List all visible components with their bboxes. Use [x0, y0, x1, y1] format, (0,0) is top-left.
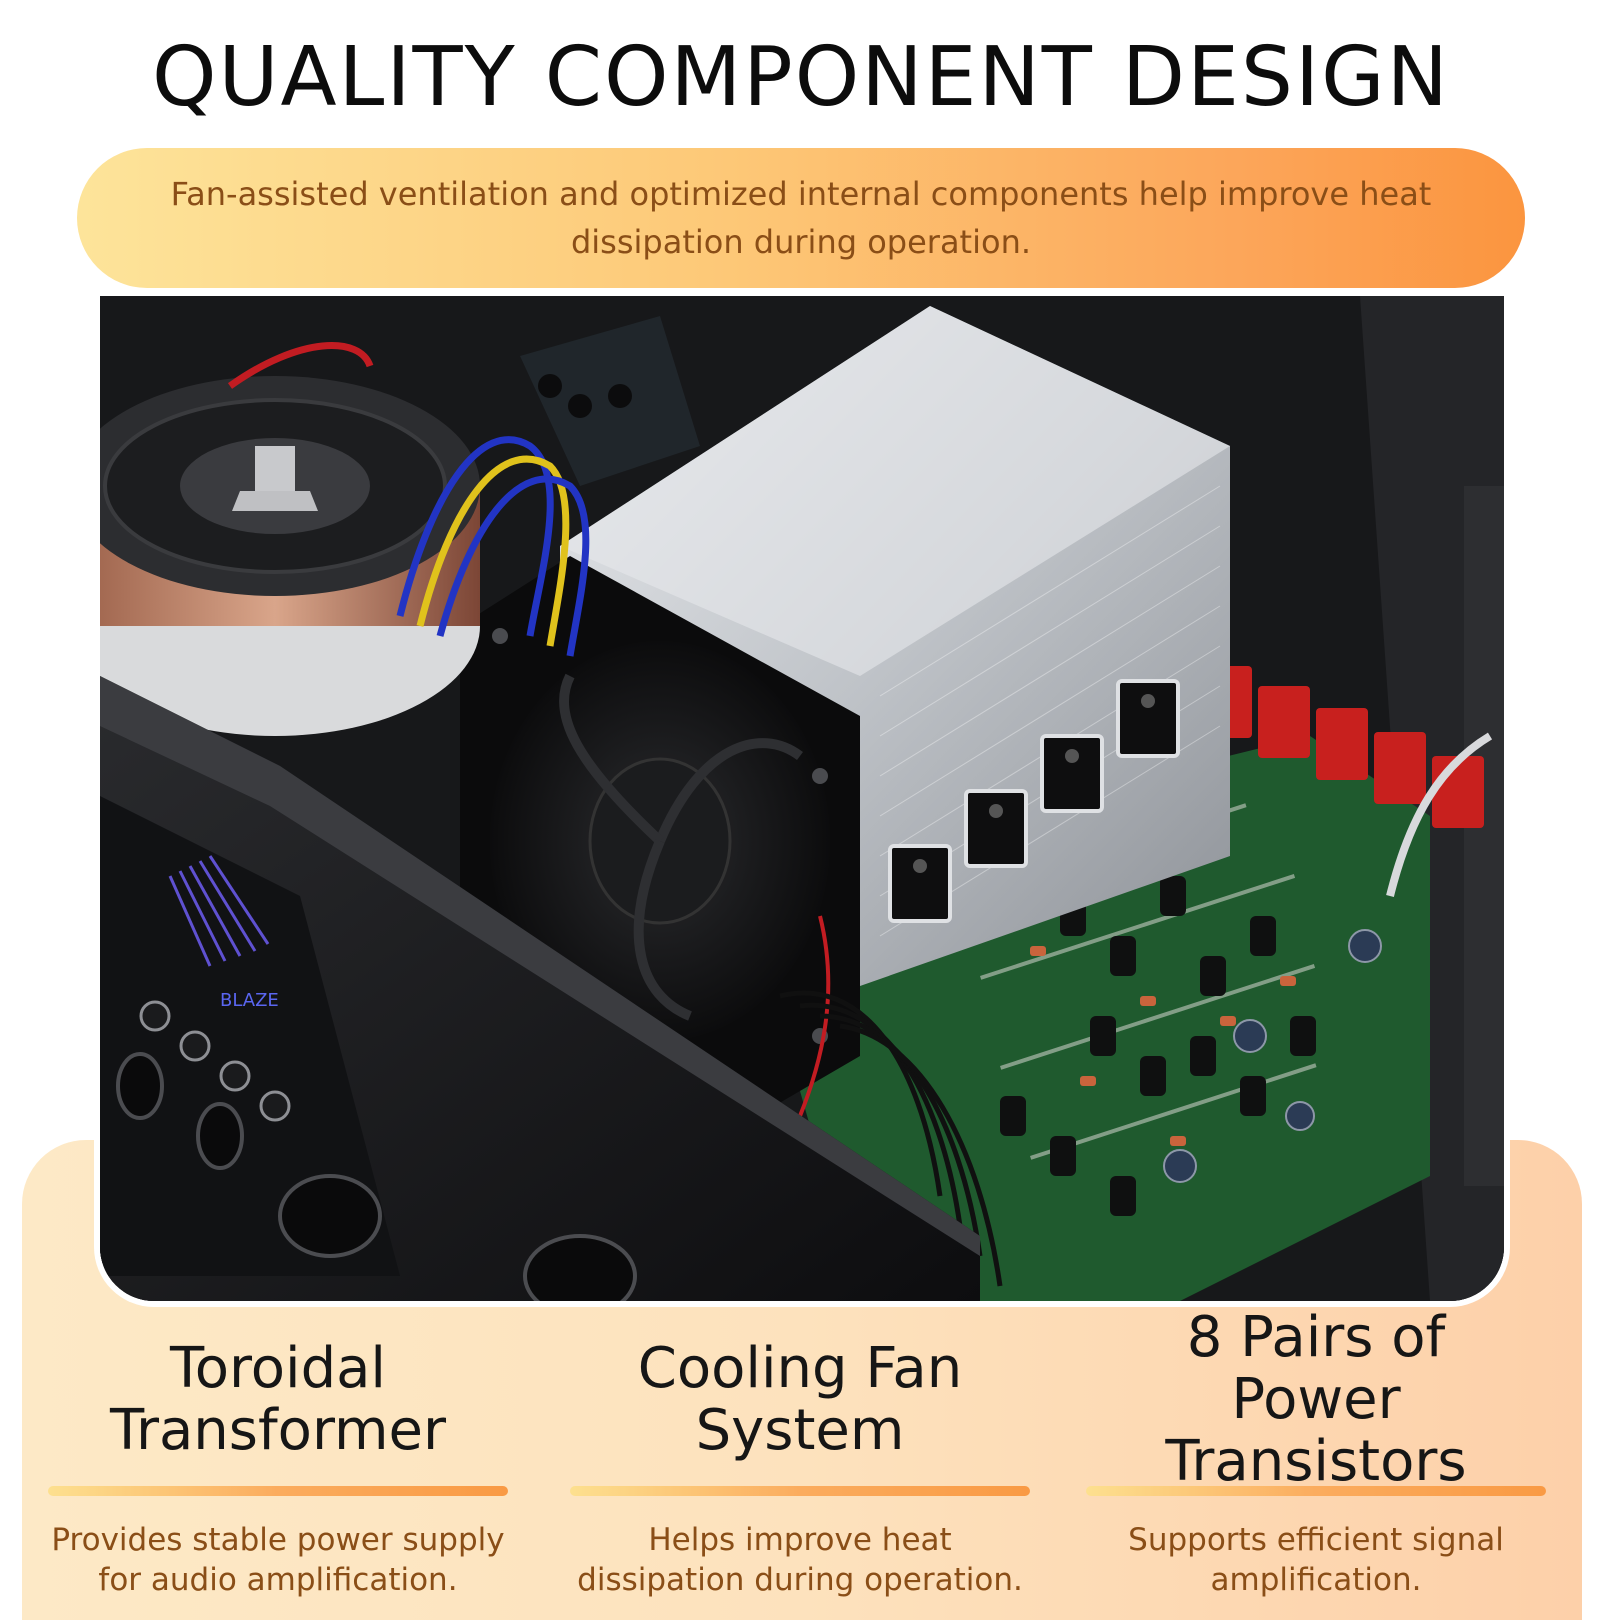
feature-title-line-1: Toroidal [170, 1336, 386, 1401]
feature-title-line-2: Power Transistors [1165, 1367, 1467, 1494]
feature-divider [570, 1486, 1030, 1496]
feature-title: 8 Pairs of Power Transistors [1086, 1307, 1546, 1493]
amplifier-illustration: BLAZE [100, 296, 1504, 1301]
display-brand-text: BLAZE [220, 990, 279, 1011]
feature-description: Helps improve heat dissipation during op… [577, 1522, 1023, 1598]
subtitle-text: Fan-assisted ventilation and optimized i… [170, 175, 1432, 261]
internal-wiring [227, 342, 590, 657]
feature-title-line-1: 8 Pairs of [1186, 1305, 1446, 1370]
feature-divider [1086, 1486, 1546, 1496]
feature-description: Supports efficient signal amplification. [1128, 1522, 1504, 1598]
page-title: QUALITY COMPONENT DESIGN [151, 30, 1451, 125]
pcb-capacitors [1163, 929, 1382, 1183]
toroidal-transformer [100, 376, 480, 736]
feature-title-line-1: Cooling Fan [637, 1336, 963, 1401]
feature-title: Toroidal Transformer [48, 1338, 508, 1462]
front-panel: BLAZE [100, 676, 980, 1301]
feature-toroidal-transformer: Toroidal Transformer Provides stable pow… [48, 1338, 508, 1600]
subtitle-banner: Fan-assisted ventilation and optimized i… [77, 148, 1525, 288]
power-transistors [888, 679, 1180, 923]
pcb-resistors [1030, 946, 1296, 1146]
feature-description: Provides stable power supply for audio a… [51, 1522, 505, 1598]
amplifier-photo: BLAZE [100, 296, 1504, 1301]
feature-title: Cooling Fan System [570, 1338, 1030, 1462]
speaker-terminals [1200, 666, 1484, 828]
feature-title-line-2: Transformer [109, 1398, 447, 1463]
feature-title-line-2: System [695, 1398, 905, 1463]
feature-cooling-fan-system: Cooling Fan System Helps improve heat di… [570, 1338, 1030, 1600]
feature-power-transistors: 8 Pairs of Power Transistors Supports ef… [1086, 1307, 1546, 1600]
feature-divider [48, 1486, 508, 1496]
